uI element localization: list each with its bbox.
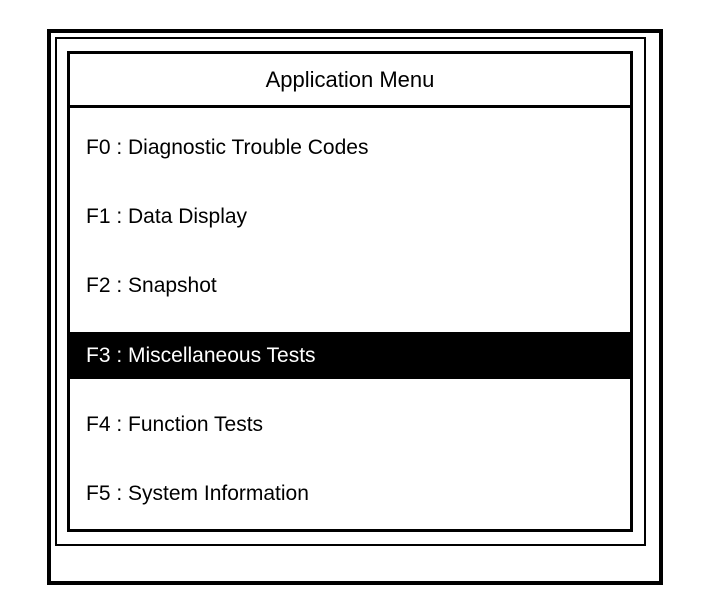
outer-bezel-frame: Application Menu F0 : Diagnostic Trouble…	[47, 29, 663, 585]
menu-item-label: F3 : Miscellaneous Tests	[70, 332, 630, 380]
menu-item-f2[interactable]: F2 : Snapshot	[70, 252, 630, 321]
menu-item-label: F5 : System Information	[86, 482, 309, 506]
application-menu-panel: Application Menu F0 : Diagnostic Trouble…	[67, 51, 633, 532]
menu-item-f3[interactable]: F3 : Miscellaneous Tests	[70, 321, 630, 390]
menu-item-label: F2 : Snapshot	[86, 274, 217, 298]
menu-item-f4[interactable]: F4 : Function Tests	[70, 390, 630, 459]
menu-item-label: F1 : Data Display	[86, 204, 248, 228]
menu-item-f0[interactable]: F0 : Diagnostic Trouble Codes	[70, 113, 630, 182]
menu-item-label: F0 : Diagnostic Trouble Codes	[86, 135, 369, 159]
menu-item-label: F4 : Function Tests	[86, 412, 264, 436]
screen-frame: Application Menu F0 : Diagnostic Trouble…	[55, 37, 646, 546]
menu-item-list: F0 : Diagnostic Trouble Codes F1 : Data …	[70, 108, 630, 529]
menu-title: Application Menu	[70, 54, 630, 108]
menu-item-f5[interactable]: F5 : System Information	[70, 460, 630, 529]
menu-item-f1[interactable]: F1 : Data Display	[70, 182, 630, 251]
